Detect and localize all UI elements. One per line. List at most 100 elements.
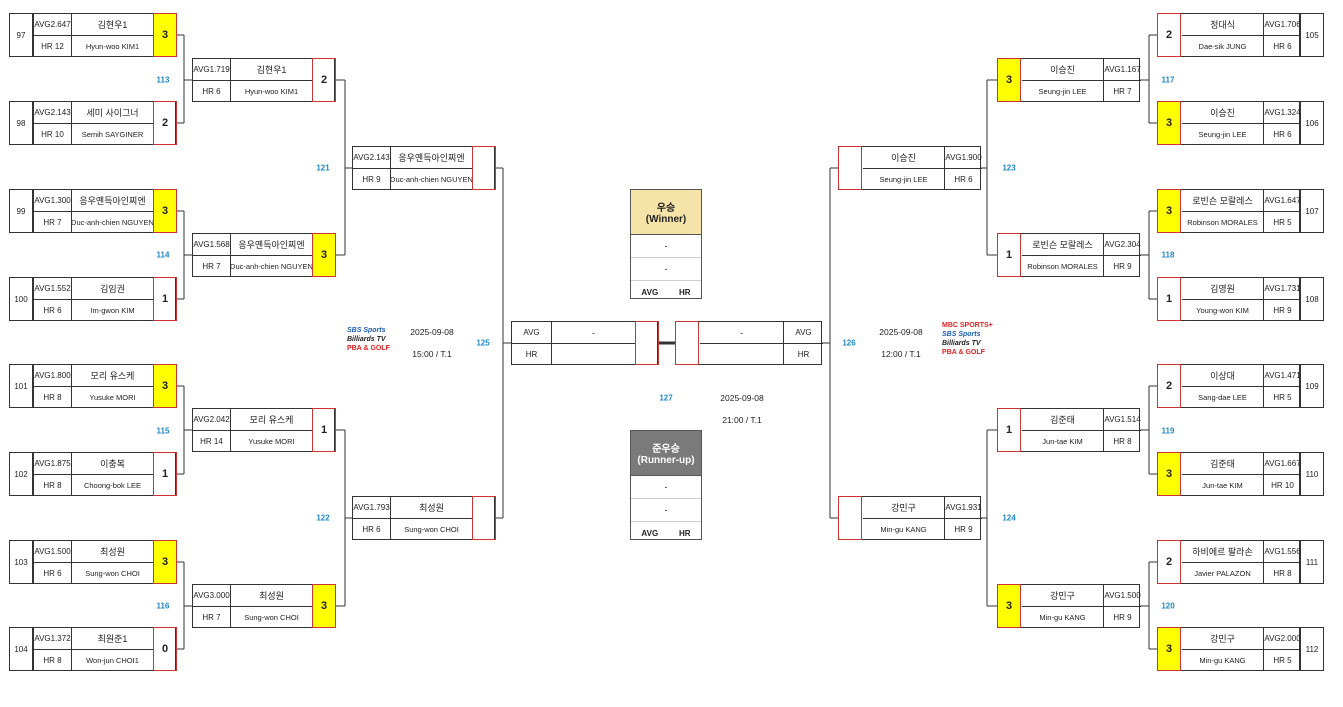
seed-number: 104 <box>9 627 33 671</box>
player-score: 3 <box>1157 627 1181 671</box>
match-number: 117 <box>1161 75 1175 85</box>
winner-title: 우승 <box>656 203 676 214</box>
player-name-en: Im-gwon KIM <box>90 305 135 315</box>
runner-up-name-ko: - <box>631 476 701 499</box>
player-name-en: Hyun-woo KIM1 <box>85 41 140 51</box>
player-hr: HR 9 <box>353 169 391 189</box>
player-avg: AVG1.647 <box>1263 190 1301 212</box>
player-name-ko: 강민구 <box>1182 628 1263 650</box>
player-name-en: Jun-tae KIM <box>1042 436 1083 446</box>
player-name-en: Sung-won CHOI <box>404 524 459 534</box>
seed-number: 97 <box>9 13 33 57</box>
winner-box: 우승 (Winner) - - AVG HR <box>630 189 702 299</box>
player-name-en: Yusuke MORI <box>89 392 136 402</box>
match-number: 114 <box>156 250 170 260</box>
seed-number: 103 <box>9 540 33 584</box>
final-name-ko: - <box>552 322 635 344</box>
player-name-en: Seung-jin LEE <box>879 174 928 184</box>
player-name-en: Duc-anh-chien NGUYEN <box>391 174 472 184</box>
player-name-en: Min-gu KANG <box>1199 655 1246 665</box>
match-number: 127 <box>659 393 673 403</box>
player-name-ko: 이승진 <box>1022 59 1103 81</box>
player-name-en: Semih SAYGINER <box>81 129 144 139</box>
player-name-en: Sang-dae LEE <box>1198 392 1247 402</box>
player-avg: AVG3.000 <box>193 585 231 607</box>
player-hr: HR 8 <box>1103 431 1141 451</box>
player-name-en: Duc-anh-chien NGUYEN <box>231 261 312 271</box>
player-name-en: Young-won KIM <box>1196 305 1249 315</box>
mbc-sports-logo: MBC SPORTS+ <box>942 322 993 329</box>
sbs-sports-logo: SBS Sports <box>347 327 386 334</box>
player-name-ko: 응우옌득아인찌엔 <box>391 147 472 169</box>
player-name-en: Dae-sik JUNG <box>1198 41 1247 51</box>
seed-number: 106 <box>1300 101 1324 145</box>
player-score: 3 <box>1157 452 1181 496</box>
seed-number: 112 <box>1300 627 1324 671</box>
player-score: 3 <box>153 540 177 584</box>
player-score: 2 <box>153 101 177 145</box>
player-name-en: Robinson MORALES <box>1027 261 1098 271</box>
final-name-ko: - <box>700 322 783 344</box>
player-score: 1 <box>1157 277 1181 321</box>
player-hr: HR 7 <box>34 212 72 232</box>
pba-golf-logo: PBA & GOLF <box>347 345 390 352</box>
match-number: 113 <box>156 75 170 85</box>
player-name-en: Jun-tae KIM <box>1202 480 1243 490</box>
player-score: 3 <box>997 584 1021 628</box>
runner-up-stats: AVG HR <box>631 522 701 544</box>
match-number: 116 <box>156 601 170 611</box>
seed-number: 98 <box>9 101 33 145</box>
player-avg: AVG1.719 <box>193 59 231 81</box>
player-hr: HR 10 <box>1263 475 1301 495</box>
match-number: 121 <box>316 163 330 173</box>
player-hr: HR 6 <box>1263 36 1301 56</box>
seed-number: 101 <box>9 364 33 408</box>
player-hr: HR 6 <box>353 519 391 539</box>
winner-name-en: - <box>631 258 701 281</box>
player-score: 0 <box>153 627 177 671</box>
match-number: 115 <box>156 426 170 436</box>
player-avg: AVG1.568 <box>193 234 231 256</box>
schedule-time-right: 12:00 / T.1 <box>881 349 921 359</box>
player-hr: HR 6 <box>34 563 72 583</box>
player-name-en: Choong-bok LEE <box>83 480 142 490</box>
player-score: 3 <box>153 189 177 233</box>
player-name-ko: 강민구 <box>1022 585 1103 607</box>
player-avg: AVG1.514 <box>1103 409 1141 431</box>
player-hr: HR 6 <box>944 169 982 189</box>
schedule-date-right: 2025-09-08 <box>879 327 923 337</box>
player-score: 3 <box>997 58 1021 102</box>
player-score <box>838 496 862 540</box>
player-avg: AVG2.647 <box>34 14 72 36</box>
player-avg: AVG1.500 <box>1103 585 1141 607</box>
seed-number: 109 <box>1300 364 1324 408</box>
player-score <box>472 146 496 190</box>
player-avg: AVG1.800 <box>34 365 72 387</box>
player-name-en: Seung-jin LEE <box>1198 129 1247 139</box>
player-avg: AVG2.304 <box>1103 234 1141 256</box>
seed-number: 100 <box>9 277 33 321</box>
player-hr: HR 9 <box>1263 300 1301 320</box>
player-avg: AVG1.900 <box>944 147 982 169</box>
match-number: 123 <box>1002 163 1016 173</box>
player-hr: HR 7 <box>193 607 231 627</box>
billiards-tv-logo: Billiards TV <box>942 340 981 347</box>
player-score: 3 <box>312 584 336 628</box>
player-name-en: Hyun-woo KIM1 <box>244 86 299 96</box>
seed-number: 108 <box>1300 277 1324 321</box>
player-avg: AVG1.324 <box>1263 102 1301 124</box>
player-avg: AVG2.143 <box>353 147 391 169</box>
player-avg: AVG1.667 <box>1263 453 1301 475</box>
final-score <box>675 321 699 365</box>
final-name-en <box>552 344 635 364</box>
schedule-time-left: 15:00 / T.1 <box>412 349 452 359</box>
player-name-ko: 김현우1 <box>72 14 153 36</box>
